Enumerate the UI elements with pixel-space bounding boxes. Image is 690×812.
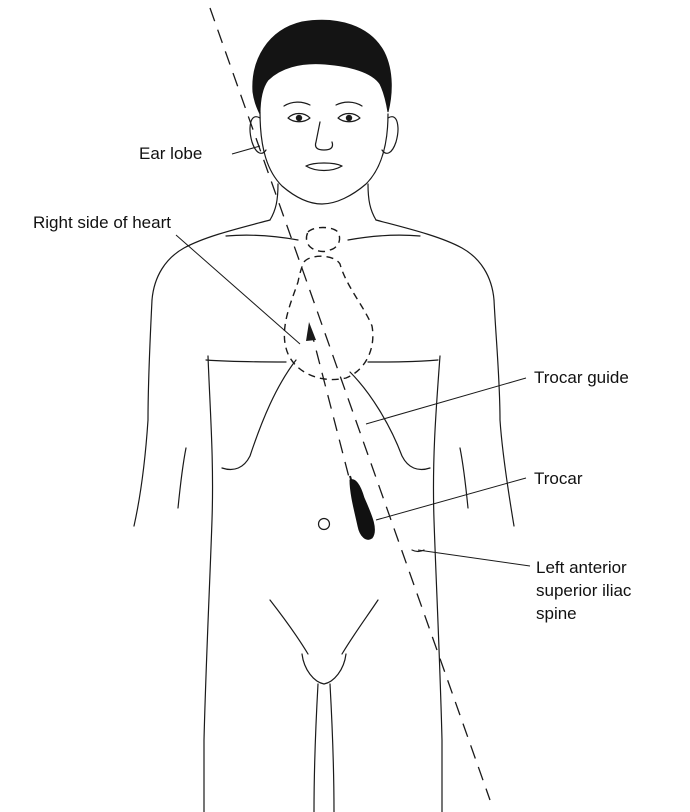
right-groin xyxy=(342,600,378,654)
left-arm-inner xyxy=(178,448,186,508)
left-shoulder xyxy=(152,220,270,300)
right-heart-leader xyxy=(176,235,300,344)
left-rib-margin xyxy=(222,360,296,470)
iliac-spine-leader xyxy=(418,550,530,566)
torso-left xyxy=(204,356,213,812)
left-inner-leg xyxy=(314,684,318,812)
thyroid xyxy=(306,228,339,252)
left-eye xyxy=(288,114,310,122)
right-clavicle xyxy=(348,235,420,240)
left-pectoral xyxy=(206,360,286,362)
head-outline xyxy=(260,112,388,204)
label-trocar-guide: Trocar guide xyxy=(534,368,629,387)
right-heart-outline xyxy=(284,256,373,379)
right-arm-outer xyxy=(494,300,514,526)
right-eyebrow xyxy=(336,102,362,106)
genital-region xyxy=(302,654,346,684)
right-arm-inner xyxy=(460,448,468,508)
label-trocar: Trocar xyxy=(534,469,583,488)
right-eye xyxy=(338,114,360,122)
trocar-guide-leader xyxy=(366,378,526,424)
right-rib-margin xyxy=(350,372,430,470)
label-iliac-spine-line3: spine xyxy=(536,604,577,623)
left-eyebrow xyxy=(284,102,310,106)
label-ear-lobe: Ear lobe xyxy=(139,144,202,163)
left-groin xyxy=(270,600,308,654)
right-shoulder xyxy=(376,220,494,300)
navel xyxy=(319,519,330,530)
mouth xyxy=(306,163,342,171)
trocar-arrowhead xyxy=(306,322,316,341)
label-iliac-spine-line1: Left anterior xyxy=(536,558,627,577)
trocar-leader xyxy=(376,478,526,520)
left-arm-outer xyxy=(134,300,152,526)
left-clavicle xyxy=(226,235,298,240)
neck-right xyxy=(368,184,376,220)
trocar-guide-line xyxy=(210,8,490,800)
right-pectoral xyxy=(368,360,438,362)
nose xyxy=(315,122,332,150)
label-right-side-of-heart: Right side of heart xyxy=(33,213,171,232)
hair xyxy=(253,20,391,114)
trocar xyxy=(350,476,374,539)
right-inner-leg xyxy=(330,684,334,812)
label-iliac-spine-line2: superior iliac xyxy=(536,581,632,600)
torso-right xyxy=(433,356,442,812)
